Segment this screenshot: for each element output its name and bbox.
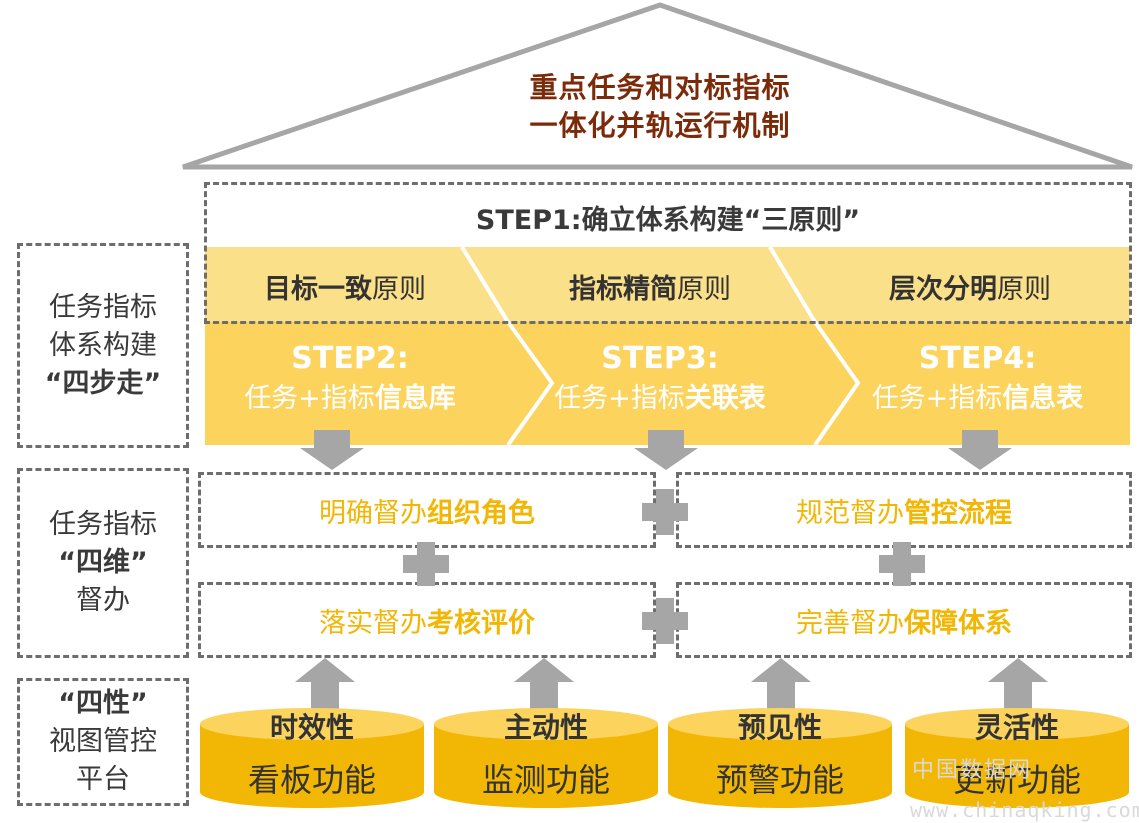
up-arrow-3 (751, 658, 811, 712)
step3-desc: 任务+指标关联表 (554, 383, 766, 414)
principle-1: 目标一致原则 (205, 252, 485, 320)
watermark-url: www.chinaqking.com (910, 798, 1139, 822)
side-label-four-steps: 任务指标 体系构建 “四步走” (17, 243, 189, 448)
down-arrows (300, 430, 1012, 470)
step4-label: STEP4: 任务+指标信息表 (830, 338, 1125, 418)
principle-3-bold: 层次分明 (889, 273, 997, 305)
plus-icon-3 (403, 542, 449, 586)
cylinder-2-func: 监测功能 (481, 761, 610, 799)
side-label-four-props: “四性” 视图管控 平台 (17, 678, 189, 806)
step3-label: STEP3: 任务+指标关联表 (515, 338, 805, 418)
principle-1-rest: 原则 (372, 273, 426, 305)
step2-label: STEP2: 任务+指标信息库 (205, 338, 495, 418)
cylinder-1-func: 看板功能 (247, 761, 376, 799)
principle-2: 指标精简原则 (510, 252, 790, 320)
cylinder-2-title: 主动性 (503, 711, 588, 744)
step1-box (204, 182, 1132, 324)
step2-desc: 任务+指标信息库 (244, 383, 456, 414)
principle-3: 层次分明原则 (830, 252, 1110, 320)
cylinder-3-func: 预警功能 (715, 761, 844, 799)
plus-icon-1 (642, 489, 688, 535)
down-arrow-1 (300, 430, 364, 470)
roof-title-line1: 重点任务和对标指标 (529, 71, 791, 104)
step2-title: STEP2: (291, 341, 409, 376)
cylinder-3 (668, 708, 892, 808)
cylinder-1-title: 时效性 (269, 711, 354, 744)
watermark-cn: 中国数据网 (912, 758, 1033, 783)
principle-2-rest: 原则 (677, 273, 731, 305)
cylinder-1 (200, 708, 424, 808)
cylinder-4 (905, 708, 1129, 808)
plus-icon-4 (879, 542, 925, 586)
cylinder-2 (434, 708, 658, 808)
step3-title: STEP3: (601, 341, 719, 376)
up-arrow-1 (295, 658, 355, 712)
up-arrow-4 (988, 658, 1048, 712)
side-label-four-dims: 任务指标 “四维” 督办 (17, 468, 189, 658)
step4-desc: 任务+指标信息表 (871, 383, 1084, 414)
roof-title: 重点任务和对标指标 一体化并轨运行机制 (440, 62, 880, 152)
cylinder-4-func: 更新功能 (952, 761, 1081, 799)
principle-2-bold: 指标精简 (569, 273, 677, 305)
step1-title: STEP1:确立体系构建“三原则” (475, 204, 861, 236)
plus-icon-2 (642, 598, 688, 644)
cylinder-3-title: 预见性 (737, 711, 822, 744)
up-arrow-2 (514, 658, 574, 712)
roof-triangle (182, 2, 1133, 170)
principle-3-rest: 原则 (997, 273, 1051, 305)
plus-signs (403, 489, 925, 644)
down-arrow-3 (948, 430, 1012, 470)
down-arrow-2 (634, 430, 698, 470)
steps-chevron-band (205, 322, 1130, 445)
cylinder-4-title: 灵活性 (974, 711, 1059, 744)
principle-band (205, 247, 1130, 322)
principle-1-bold: 目标一致 (264, 273, 372, 305)
step4-title: STEP4: (918, 341, 1037, 376)
roof-title-line2: 一体化并轨运行机制 (529, 109, 791, 142)
